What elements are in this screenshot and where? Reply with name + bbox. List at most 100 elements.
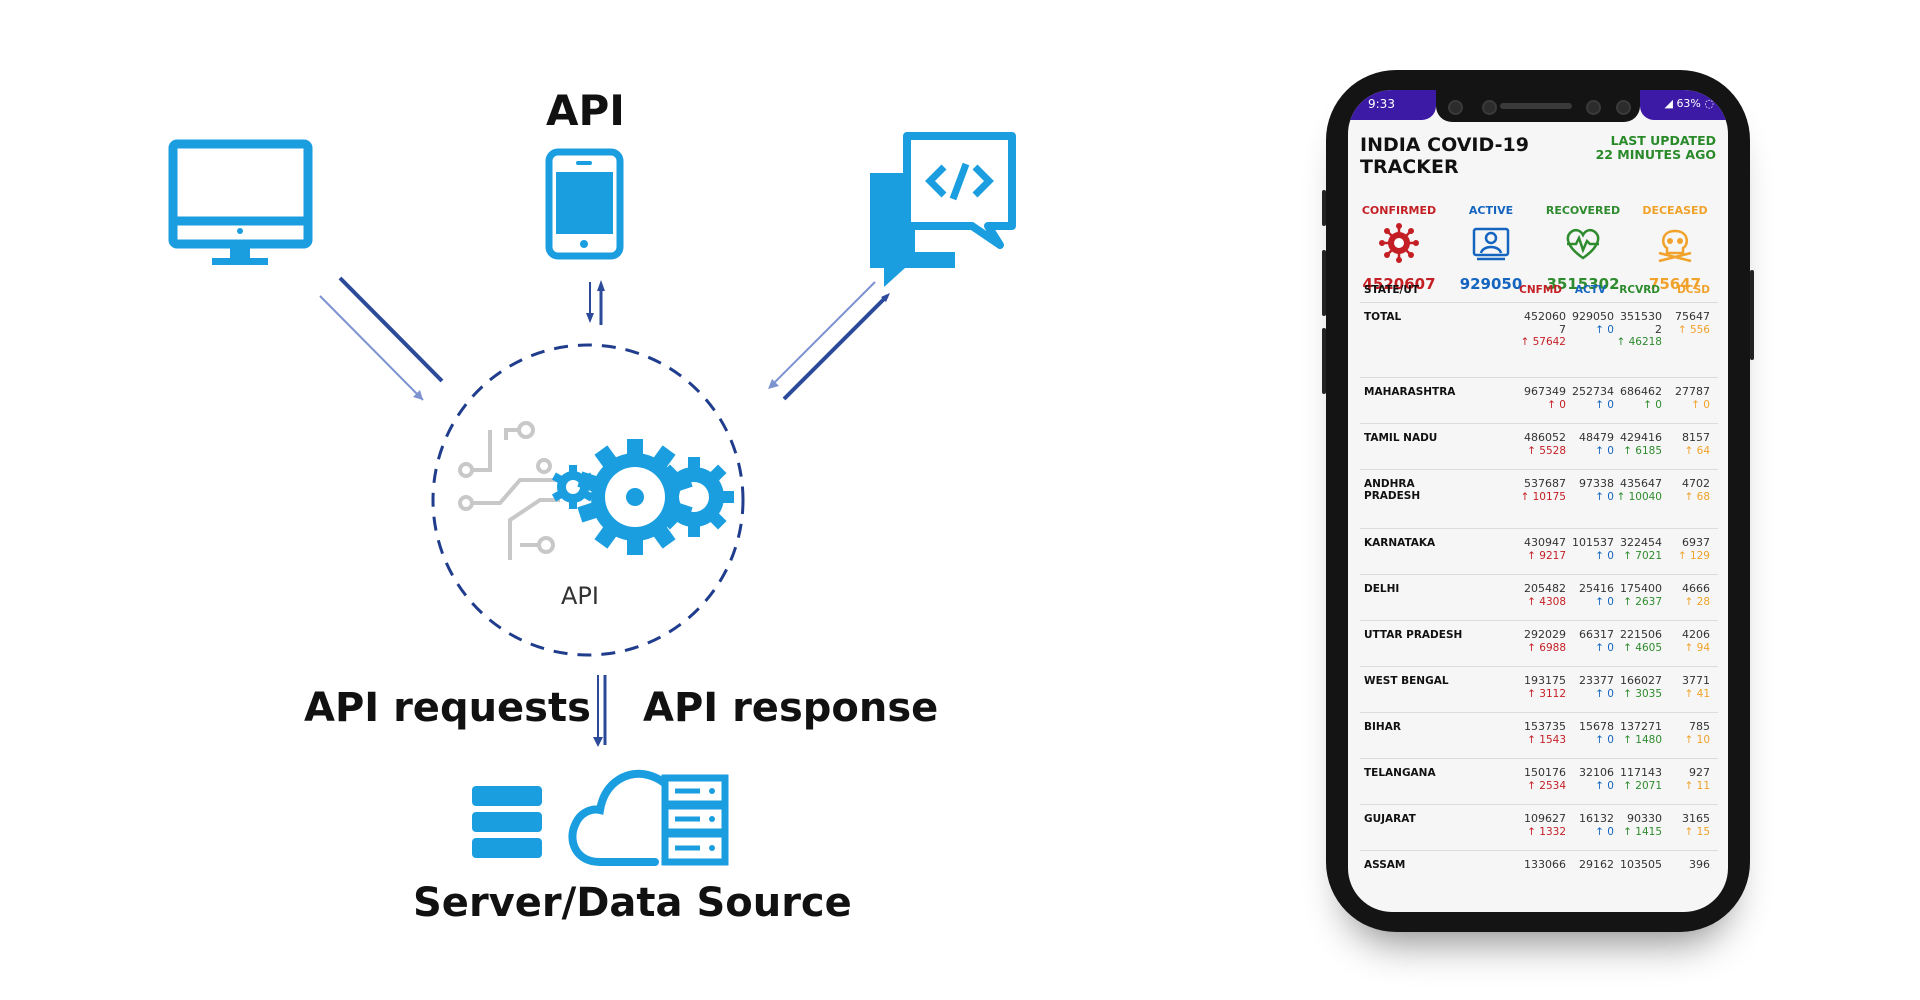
recovered-count: 221506 bbox=[1620, 628, 1662, 641]
active-cell: 29162 bbox=[1566, 858, 1614, 872]
stat-deceased[interactable]: DECEASED 75647 bbox=[1630, 204, 1720, 293]
stat-value: 929050 bbox=[1459, 275, 1523, 293]
deceased-delta: ↑ 556 bbox=[1677, 323, 1710, 336]
recovered-count: 429416 bbox=[1620, 431, 1662, 444]
confirmed-cell: 205482↑ 4308 bbox=[1518, 582, 1566, 608]
stat-confirmed[interactable]: CONFIRMED 4520607 bbox=[1354, 204, 1444, 293]
active-delta: ↑ 0 bbox=[1595, 490, 1614, 503]
recovered-cell: 103505 bbox=[1614, 858, 1662, 872]
stat-label: RECOVERED bbox=[1545, 204, 1621, 217]
deceased-count: 4206 bbox=[1682, 628, 1710, 641]
confirmed-count: 4520607 bbox=[1524, 310, 1566, 336]
phone-side-button bbox=[1322, 250, 1326, 316]
state-name: TELANGANA bbox=[1364, 767, 1436, 779]
recovered-count: 103505 bbox=[1620, 858, 1662, 871]
table-header: STATE/UT CNFMD ACTV RCVRD DCSD bbox=[1360, 278, 1718, 302]
api-hub-circle bbox=[431, 343, 745, 657]
recovered-delta: ↑ 7021 bbox=[1623, 549, 1662, 562]
state-name: TAMIL NADU bbox=[1364, 432, 1438, 444]
active-delta: ↑ 0 bbox=[1595, 323, 1614, 336]
confirmed-cell: 486052↑ 5528 bbox=[1518, 431, 1566, 457]
deceased-delta: ↑ 10 bbox=[1684, 733, 1711, 746]
phone-notch bbox=[1436, 90, 1640, 122]
confirmed-delta: ↑ 5528 bbox=[1527, 444, 1566, 457]
recovered-cell: 429416↑ 6185 bbox=[1614, 431, 1662, 457]
circuit-icon bbox=[458, 421, 560, 560]
recovered-delta: ↑ 6185 bbox=[1623, 444, 1662, 457]
deceased-count: 3165 bbox=[1682, 812, 1710, 825]
sensor bbox=[1482, 100, 1497, 115]
confirmed-cell: 4520607↑ 57642 bbox=[1518, 310, 1566, 349]
stat-active[interactable]: ACTIVE 929050 bbox=[1446, 204, 1536, 293]
recovered-delta: ↑ 0 bbox=[1643, 398, 1662, 411]
deceased-delta: ↑ 94 bbox=[1684, 641, 1711, 654]
recovered-count: 117143 bbox=[1620, 766, 1662, 779]
state-name: BIHAR bbox=[1364, 721, 1401, 733]
confirmed-cell: 292029↑ 6988 bbox=[1518, 628, 1566, 654]
deceased-count: 785 bbox=[1689, 720, 1710, 733]
recovered-count: 175400 bbox=[1620, 582, 1662, 595]
active-count: 32106 bbox=[1579, 766, 1614, 779]
recovered-count: 166027 bbox=[1620, 674, 1662, 687]
active-cell: 252734↑ 0 bbox=[1566, 385, 1614, 411]
recovered-delta: ↑ 46218 bbox=[1616, 336, 1662, 348]
active-delta: ↑ 0 bbox=[1595, 733, 1614, 746]
loading-icon: ◌ bbox=[1700, 97, 1714, 110]
header-state[interactable]: STATE/UT bbox=[1364, 284, 1420, 296]
deceased-cell: 3165↑ 15 bbox=[1662, 812, 1710, 838]
confirmed-count: 486052 bbox=[1524, 431, 1566, 444]
cloud-server-icon bbox=[568, 769, 729, 866]
confirmed-cell: 133066 bbox=[1518, 858, 1566, 872]
deceased-delta: ↑ 68 bbox=[1684, 490, 1711, 503]
deceased-delta: ↑ 64 bbox=[1684, 444, 1711, 457]
header-confirmed[interactable]: CNFMD bbox=[1519, 284, 1562, 296]
header-deceased[interactable]: DCSD bbox=[1677, 284, 1710, 296]
status-bar-left bbox=[1348, 90, 1436, 120]
recovered-count: 435647 bbox=[1620, 477, 1662, 490]
front-camera bbox=[1616, 100, 1631, 115]
header-recovered[interactable]: RCVRD bbox=[1619, 284, 1660, 296]
deceased-cell: 4702↑ 68 bbox=[1662, 477, 1711, 503]
confirmed-delta: ↑ 57642 bbox=[1520, 336, 1566, 348]
database-icon bbox=[472, 786, 542, 858]
header-active[interactable]: ACTV bbox=[1574, 284, 1606, 296]
deceased-cell: 396 bbox=[1662, 858, 1710, 872]
recovered-count: 137271 bbox=[1620, 720, 1662, 733]
stat-label: CONFIRMED bbox=[1361, 204, 1437, 217]
deceased-cell: 75647↑ 556 bbox=[1662, 310, 1710, 336]
stat-recovered[interactable]: RECOVERED 3515302 bbox=[1538, 204, 1628, 293]
api-response-label: API response bbox=[643, 685, 939, 731]
recovered-delta: ↑ 4605 bbox=[1623, 641, 1662, 654]
deceased-count: 4666 bbox=[1682, 582, 1710, 595]
phone-power-button bbox=[1750, 270, 1754, 360]
confirmed-count: 205482 bbox=[1524, 582, 1566, 595]
status-time: 9:33 bbox=[1368, 97, 1395, 111]
app-title: INDIA COVID-19 TRACKER bbox=[1360, 134, 1529, 178]
stat-value: 75647 bbox=[1648, 275, 1702, 293]
recovered-count: 322454 bbox=[1620, 536, 1662, 549]
deceased-delta: ↑ 11 bbox=[1684, 779, 1711, 792]
confirmed-count: 133066 bbox=[1524, 858, 1566, 871]
phone-mockup: 9:33 ◢ 63% ◌ INDIA COVID-19 TRACKER LAST… bbox=[1322, 70, 1754, 932]
deceased-cell: 4666↑ 28 bbox=[1662, 582, 1711, 608]
stat-label: DECEASED bbox=[1642, 204, 1708, 217]
active-cell: 97338↑ 0 bbox=[1566, 477, 1614, 503]
deceased-delta: ↑ 28 bbox=[1684, 595, 1711, 608]
desktop-icon bbox=[168, 139, 313, 265]
active-count: 929050 bbox=[1572, 310, 1614, 323]
deceased-count: 8157 bbox=[1682, 431, 1710, 444]
smartphone-icon bbox=[545, 148, 624, 260]
